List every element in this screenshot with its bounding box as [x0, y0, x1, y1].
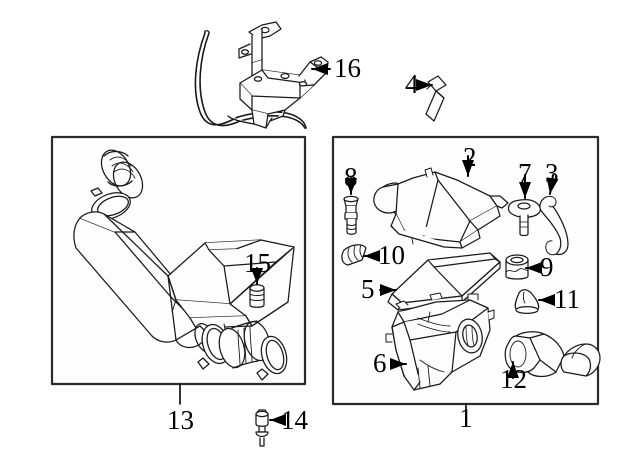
part-14-flange-bolt — [255, 409, 269, 447]
part-7-push-pin-clip — [507, 198, 542, 237]
part-16-mounting-bracket — [194, 21, 329, 129]
hose-clamp-lower-right — [256, 335, 288, 381]
part-11-cone-mount-insulator — [514, 289, 540, 315]
callout-7: 7 — [518, 158, 532, 188]
leader-3 — [546, 174, 559, 195]
callout-12: 12 — [500, 364, 527, 394]
callout-1: 1 — [459, 403, 473, 433]
part-8-air-flow-sensor — [343, 195, 359, 235]
callout-15: 15 — [244, 248, 271, 278]
callout-8: 8 — [344, 162, 358, 192]
callout-11: 11 — [554, 284, 580, 314]
callout-13: 13 — [167, 405, 194, 435]
callout-2: 2 — [463, 142, 477, 172]
callout-16: 16 — [334, 53, 361, 83]
callout-9: 9 — [540, 252, 554, 282]
callout-10: 10 — [378, 240, 405, 270]
part-10-rubber-plug-cap — [341, 244, 367, 266]
bellows-hose-upper — [100, 149, 144, 199]
callout-14: 14 — [281, 405, 308, 435]
part-4-sensor-grommet — [425, 75, 447, 122]
bellows-hose-lower — [218, 320, 271, 369]
callout-6: 6 — [373, 348, 387, 378]
part-3-hose-clip-bracket — [539, 195, 569, 256]
part-9-mount-grommet — [505, 254, 529, 280]
part-12-air-inlet-duct — [504, 331, 601, 378]
callout-4: 4 — [405, 69, 419, 99]
callout-3: 3 — [545, 158, 559, 188]
part-6-air-cleaner-body — [385, 292, 495, 391]
callout-5: 5 — [361, 274, 375, 304]
part-2-air-cleaner-cover — [373, 167, 509, 249]
part-15-duct-bushing — [249, 284, 265, 308]
